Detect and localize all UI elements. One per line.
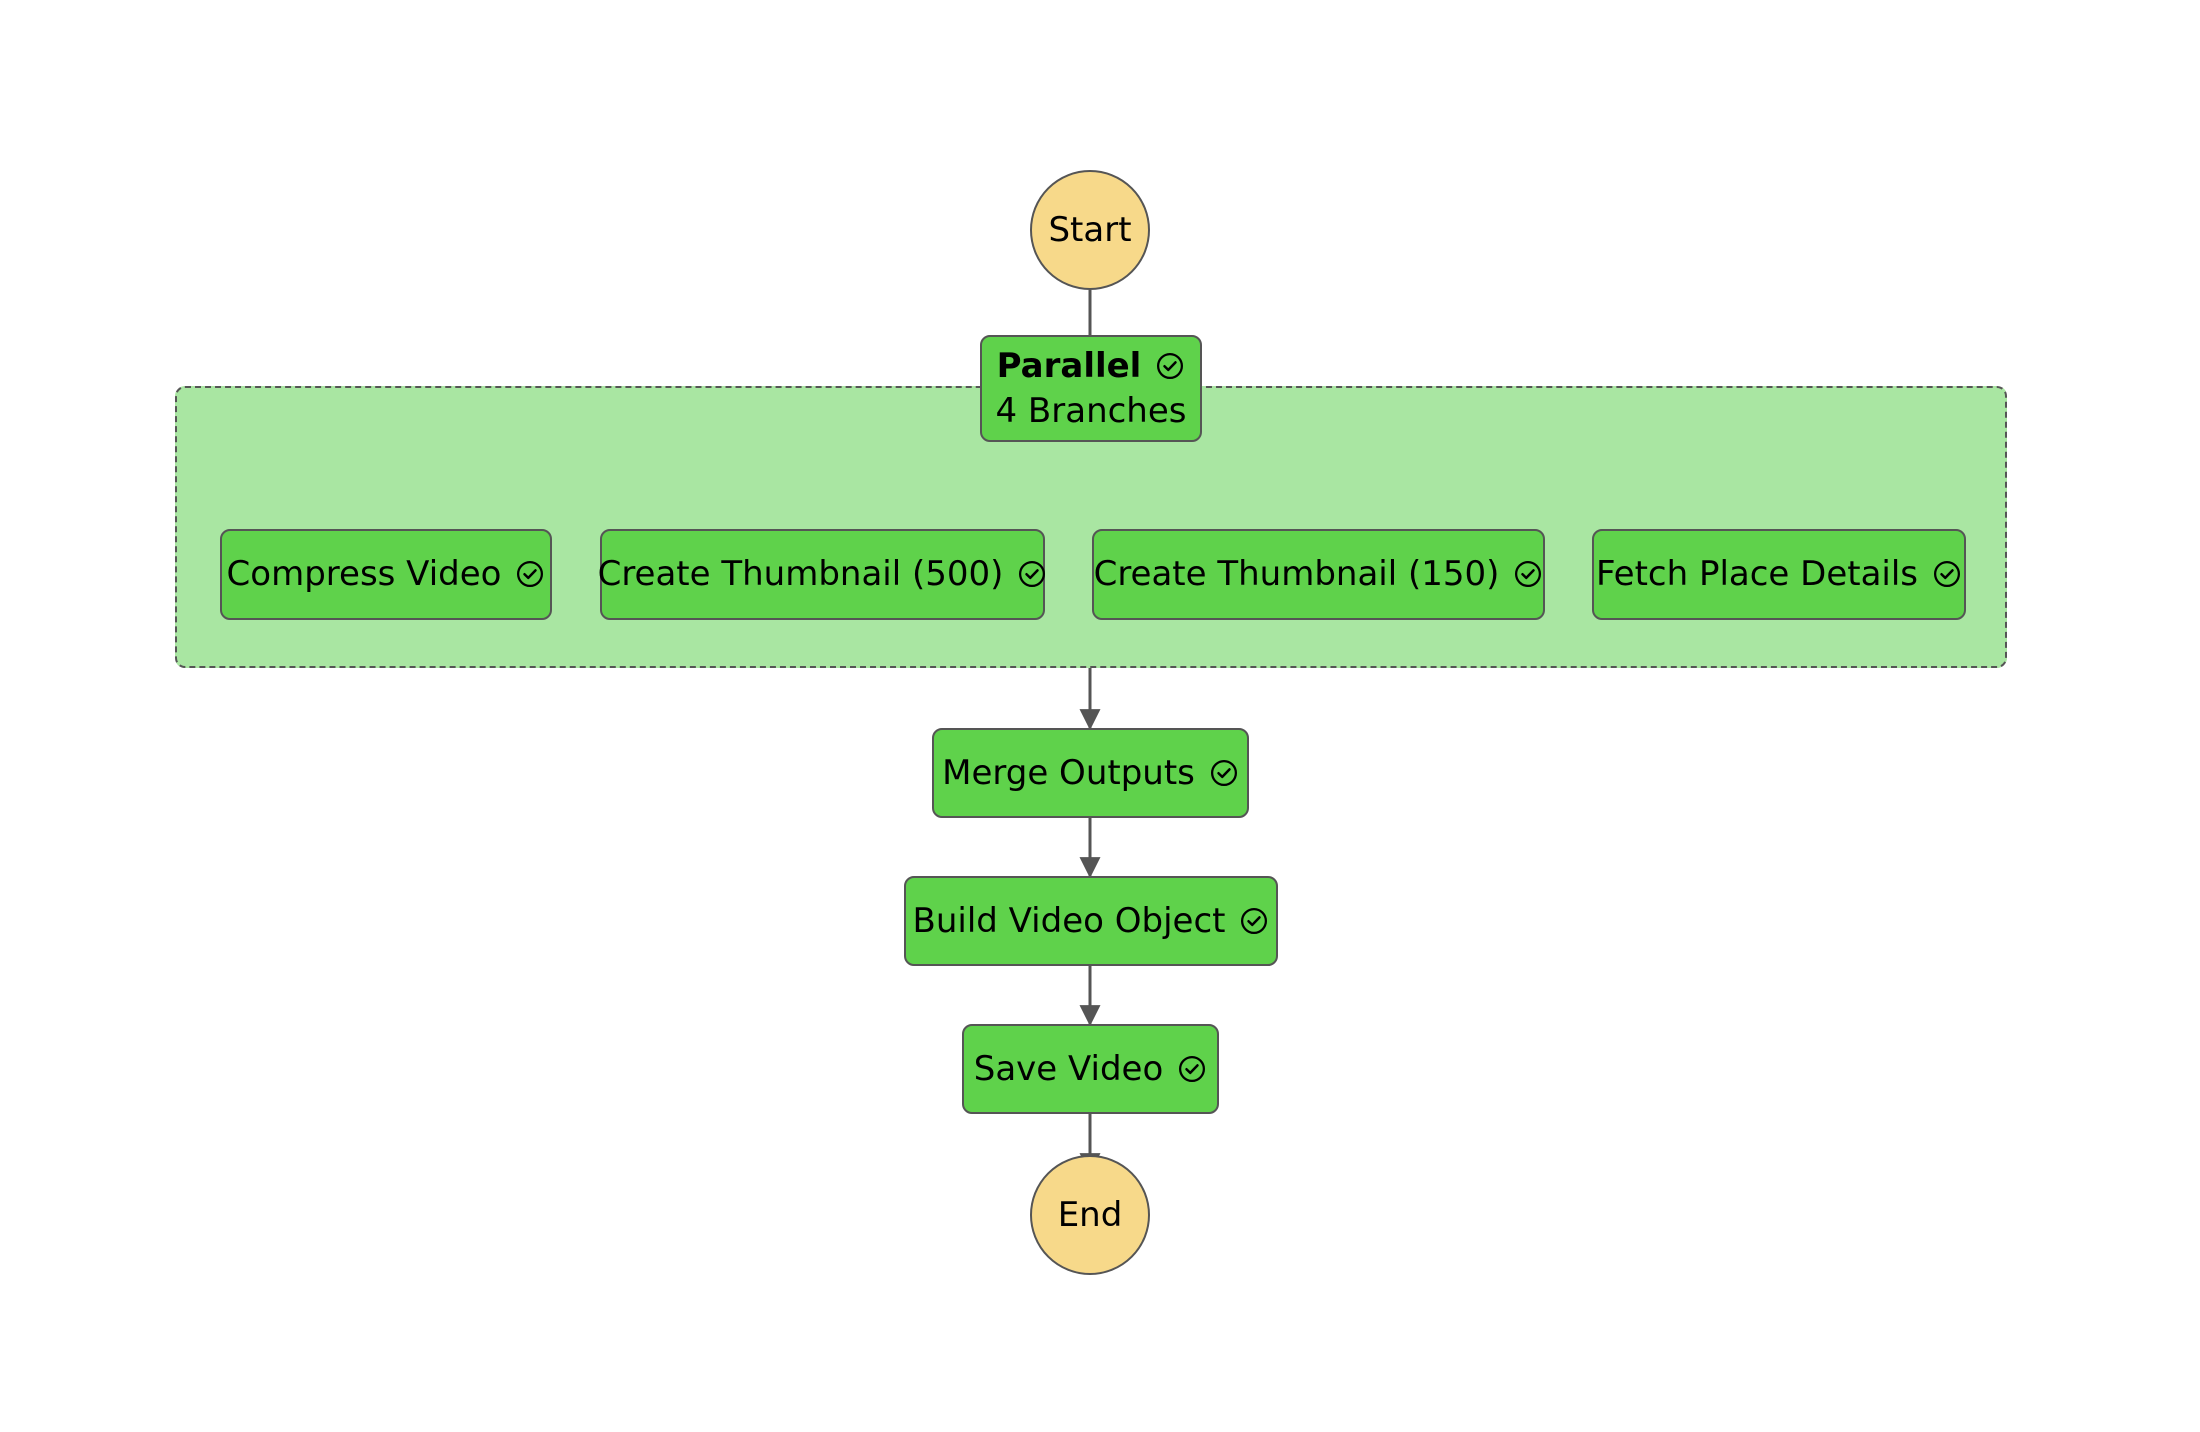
check-circle-icon <box>1155 351 1185 381</box>
node-fetch-place-details-label: Fetch Place Details <box>1595 554 1919 595</box>
node-build-video-object-label: Build Video Object <box>912 900 1226 941</box>
node-build-video-object[interactable]: Build Video Object <box>904 876 1278 966</box>
node-create-thumbnail-500-label: Create Thumbnail (500) <box>597 554 1004 595</box>
node-start[interactable]: Start <box>1030 170 1150 290</box>
check-circle-icon <box>1017 559 1047 589</box>
node-fetch-place-details[interactable]: Fetch Place Details <box>1592 529 1966 620</box>
check-circle-icon <box>1177 1054 1207 1084</box>
check-circle-icon <box>515 559 545 589</box>
node-end[interactable]: End <box>1030 1155 1150 1275</box>
node-create-thumbnail-150-label: Create Thumbnail (150) <box>1093 554 1500 595</box>
node-create-thumbnail-150[interactable]: Create Thumbnail (150) <box>1092 529 1545 620</box>
node-compress-video-label: Compress Video <box>226 554 502 595</box>
node-merge-outputs[interactable]: Merge Outputs <box>932 728 1249 818</box>
node-parallel[interactable]: Parallel 4 Branches <box>980 335 1202 442</box>
node-save-video-label: Save Video <box>973 1048 1164 1089</box>
check-circle-icon <box>1239 906 1269 936</box>
node-start-label: Start <box>1048 210 1132 250</box>
node-create-thumbnail-500[interactable]: Create Thumbnail (500) <box>597 529 1047 620</box>
check-circle-icon <box>1513 559 1543 589</box>
check-circle-icon <box>1209 758 1239 788</box>
node-save-video[interactable]: Save Video <box>962 1024 1219 1114</box>
node-end-label: End <box>1057 1195 1123 1235</box>
node-merge-outputs-label: Merge Outputs <box>942 752 1195 793</box>
node-compress-video[interactable]: Compress Video <box>220 529 552 620</box>
check-circle-icon <box>1932 559 1962 589</box>
node-parallel-subtitle: 4 Branches <box>995 390 1187 431</box>
node-parallel-title: Parallel <box>996 346 1142 387</box>
